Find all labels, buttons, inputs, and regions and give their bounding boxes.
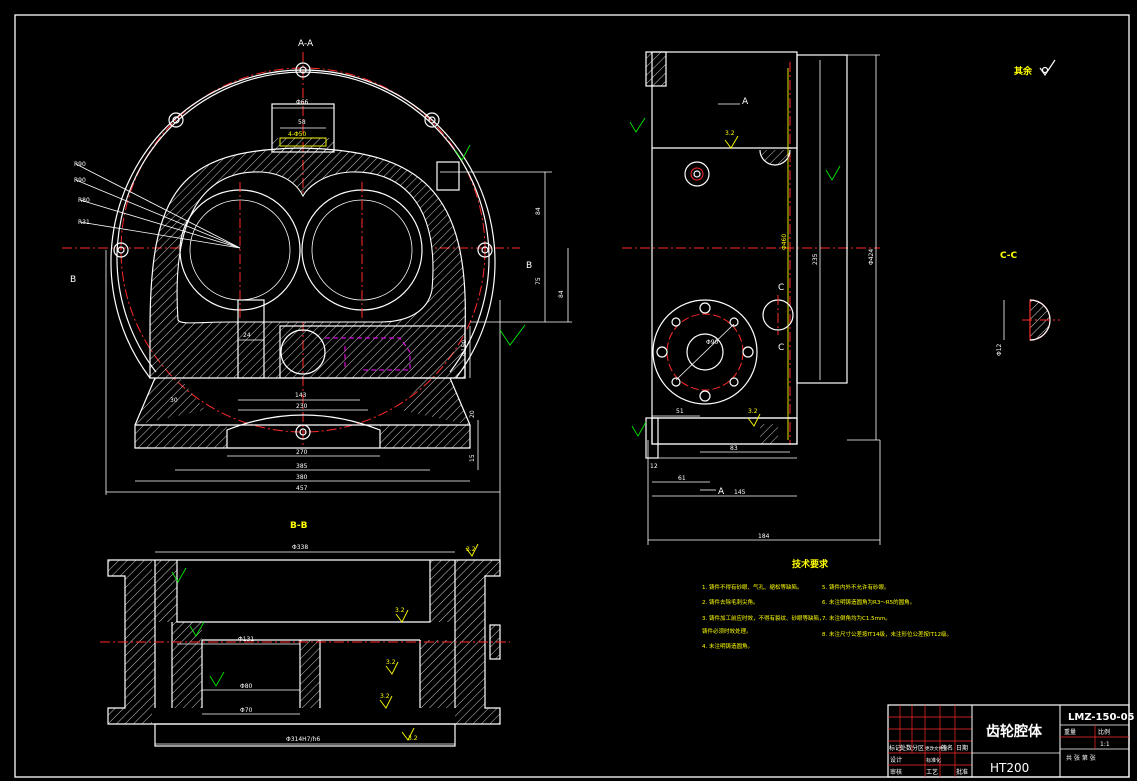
side-view: Φ424 235 Φ460 Φ90 51 xyxy=(622,51,881,545)
rough-bb-2: 3.2 xyxy=(386,659,396,666)
rough-bb-1: 3.2 xyxy=(395,607,405,614)
dim-d3: 4-Φ50 xyxy=(288,131,307,138)
drawing-no: LMZ-150-05 xyxy=(1068,712,1135,723)
dim-h-270: 270 xyxy=(296,449,308,456)
dim-h-143: 143 xyxy=(295,392,307,399)
tech-left-4: 铸件必须时效处理。 xyxy=(702,627,752,635)
dim-bb-top: Φ338 xyxy=(292,544,308,551)
dim-v-150: Φ150 xyxy=(461,340,468,356)
tb-standard: 标准化 xyxy=(926,757,941,764)
rough-2: 3.2 xyxy=(748,408,758,415)
tb-row-label-1: 标记 xyxy=(889,744,901,752)
dim-v1: 84 xyxy=(535,207,542,215)
dim-r1: R90 xyxy=(74,161,86,168)
tech-right-3: 7. 未注倒角均为C1.5mm。 xyxy=(822,614,891,622)
dim-d-circle: Φ90 xyxy=(706,339,719,346)
title-block: 齿轮腔体 LMZ-150-05 HT200 标记 处数 分区 更改文件号 签名 … xyxy=(887,704,1135,778)
tb-row-label-6: 日期 xyxy=(956,744,968,752)
dim-h-385: 385 xyxy=(296,463,308,470)
dim-h-83: 83 xyxy=(730,445,738,452)
tb-sheet: 共 张 第 张 xyxy=(1066,754,1096,762)
dim-v-424: Φ424 xyxy=(868,249,875,265)
tech-right-1: 5. 铸件内外不允许有砂眼。 xyxy=(822,583,890,591)
dim-v-460: Φ460 xyxy=(781,234,788,250)
tech-right-4: 8. 未注尺寸公差按IT14级，未注形位公差按IT12级。 xyxy=(822,630,952,638)
dim-h-61: 61 xyxy=(678,475,686,482)
dim-h-230: 230 xyxy=(296,403,308,410)
section-bb-label: B-B xyxy=(290,521,308,531)
dim-h-184: 184 xyxy=(758,533,770,540)
cut-mark-b-right: B xyxy=(526,261,532,271)
tb-row-label-2: 处数 xyxy=(900,744,912,752)
drawing-frame xyxy=(14,14,1130,778)
material: HT200 xyxy=(990,761,1029,775)
dim-cc-v: Φ12 xyxy=(996,343,1003,356)
dim-bb-mid2: Φ80 xyxy=(240,683,253,690)
dim-v-235: 235 xyxy=(812,253,819,265)
rough-bb-5: 3.2 xyxy=(408,735,418,742)
dim-v2: 75 xyxy=(535,277,542,285)
dim-h-51: 51 xyxy=(676,408,684,415)
dim-r2: R90 xyxy=(74,177,86,184)
cut-mark-b-left: B xyxy=(70,275,76,285)
dim-bb-mid3: Φ70 xyxy=(240,707,253,714)
tb-scale-label: 比例 xyxy=(1098,728,1110,736)
tech-title: 技术要求 xyxy=(792,558,829,570)
dim-bb-bot: Φ314H7/h6 xyxy=(286,736,320,743)
rough-bb-3: 3.2 xyxy=(380,693,390,700)
remain-symbol-text: 其余 xyxy=(1014,65,1033,77)
tb-scale: 1:1 xyxy=(1100,741,1110,748)
dim-h-457: 457 xyxy=(296,485,308,492)
dim-bb-mid1: Φ131 xyxy=(238,636,254,643)
section-cc-view: C-C Φ12 xyxy=(996,251,1060,356)
dim-r4: R31 xyxy=(78,219,90,226)
tech-left-1: 1. 铸件不得有砂眼、气孔、缩松等缺陷。 xyxy=(702,583,803,591)
tb-design: 设计 xyxy=(890,756,902,764)
dim-v-15: 15 xyxy=(469,454,476,462)
cut-mark-c-top: C xyxy=(778,283,784,293)
dim-h-12: 12 xyxy=(650,463,658,470)
cut-mark-a-bottom: A xyxy=(718,487,725,497)
rough-bb-4: 3.2 xyxy=(466,546,476,553)
section-aa-label: A-A xyxy=(298,39,314,49)
cut-mark-a-top: A xyxy=(742,97,749,107)
dim-h-145: 145 xyxy=(734,489,746,496)
remain-roughness: 其余 xyxy=(1014,59,1056,77)
tech-left-3: 3. 铸件加工前应时效，不得有裂纹、砂眼等缺陷， xyxy=(702,614,825,622)
tb-row-label-3: 分区 xyxy=(912,744,924,752)
tech-left-5: 4. 未注明铸造圆角。 xyxy=(702,642,753,650)
section-bb-view: B-B Φ338 Φ131 Φ80 Φ70 xyxy=(100,521,510,747)
dim-h-24: 24 xyxy=(243,332,251,339)
tb-check: 审核 xyxy=(890,768,902,776)
dim-r3: R80 xyxy=(78,197,90,204)
dim-v-20: 20 xyxy=(469,410,476,418)
cut-mark-c-bottom: C xyxy=(778,343,784,353)
dim-h-380: 380 xyxy=(296,474,308,481)
dim-d2: 58 xyxy=(298,119,306,126)
tb-weight: 重量 xyxy=(1064,728,1076,736)
section-aa-view: A-A xyxy=(62,39,572,560)
dim-v3: 84 xyxy=(558,290,565,298)
tb-approve: 批准 xyxy=(956,768,968,776)
tb-process: 工艺 xyxy=(926,768,938,776)
dim-h-30: 30 xyxy=(170,397,178,404)
part-name: 齿轮腔体 xyxy=(986,723,1043,740)
tb-row-label-4: 更改文件号 xyxy=(925,745,948,752)
section-cc-label: C-C xyxy=(1000,251,1018,261)
rough-1: 3.2 xyxy=(725,130,735,137)
tech-requirements: 技术要求 1. 铸件不得有砂眼、气孔、缩松等缺陷。 2. 铸件去除毛刺尖角。 3… xyxy=(702,558,952,650)
tb-row-label-5: 签名 xyxy=(941,744,953,752)
dim-d1: Φ66 xyxy=(296,99,309,106)
tech-left-2: 2. 铸件去除毛刺尖角。 xyxy=(702,598,759,606)
tech-right-2: 6. 未注明铸造圆角为R3～R5的圆角。 xyxy=(822,598,915,606)
